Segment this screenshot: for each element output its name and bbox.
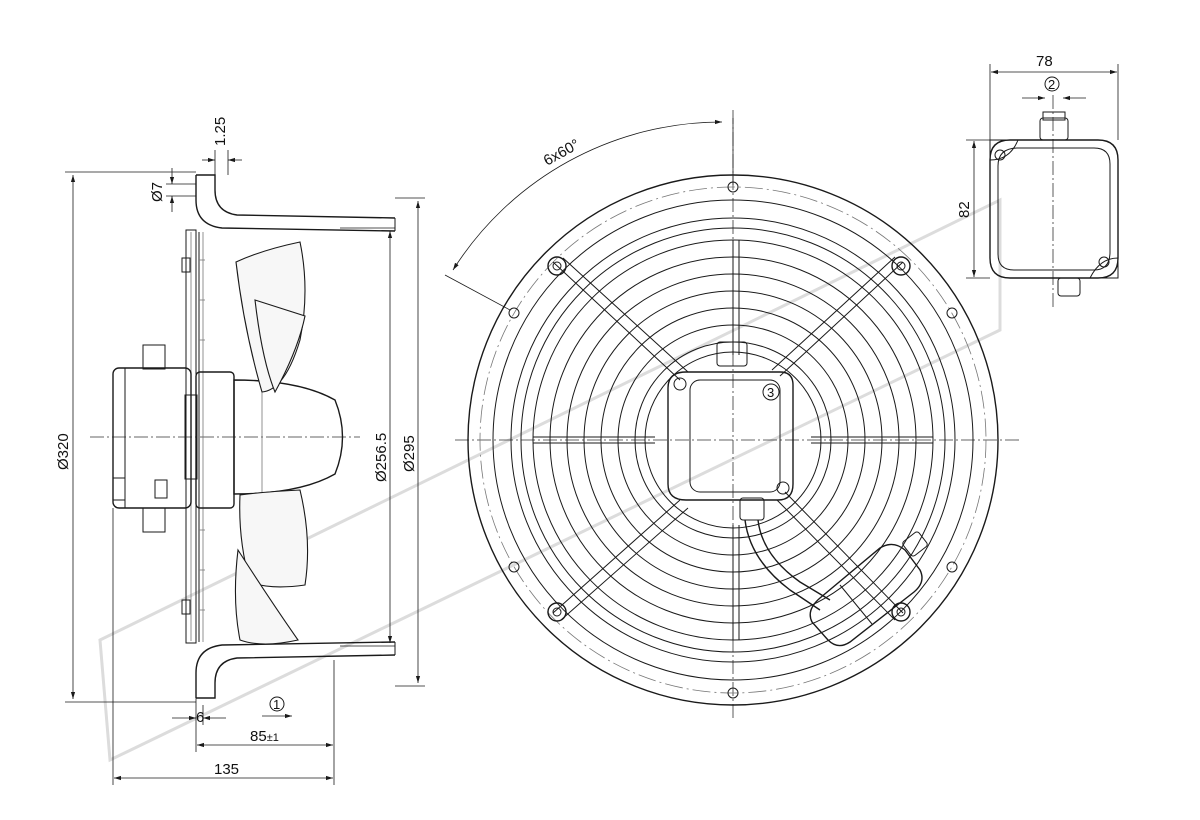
airflow-callout-circle — [269, 696, 285, 712]
dim-flange-thickness: 1.25 — [212, 117, 229, 146]
terminal-box-outline — [989, 139, 1119, 279]
side-view: Ø7 1.25 Ø320 Ø256.5 Ø295 6 1 — [55, 117, 425, 785]
dim-depth: 85±1 — [250, 728, 279, 745]
mounting-hole — [946, 307, 958, 319]
bolt-circle — [479, 186, 987, 694]
mounting-hole — [508, 307, 520, 319]
dim-outer-diameter: Ø320 — [55, 433, 72, 470]
mounting-hole — [508, 561, 520, 573]
dim-hole-pattern: 6x60° — [541, 136, 583, 170]
terminal-box-callout-circle — [762, 383, 780, 401]
impeller-blades — [234, 241, 309, 645]
motor-hub-front: 3 — [644, 341, 822, 529]
gland-callout-number: 2 — [1048, 77, 1055, 92]
front-view: 3 6x60° — [444, 110, 1020, 720]
watermark — [98, 197, 1002, 763]
mounting-hole — [946, 561, 958, 573]
cable-gland-bottom — [1057, 277, 1081, 297]
cable-plug — [809, 543, 923, 647]
mounting-holes — [508, 181, 958, 699]
power-cable — [744, 519, 928, 647]
dim-lip: 6 — [196, 709, 204, 726]
guard-spokes — [533, 240, 933, 640]
mounting-hole — [727, 687, 739, 699]
dim-ring-diameter: Ø295 — [401, 435, 418, 472]
terminal-box-view: 78 2 82 — [956, 53, 1119, 310]
terminal-box-callout-number: 3 — [767, 385, 774, 400]
terminal-box-front — [667, 371, 794, 501]
cable-gland-top — [1039, 117, 1069, 141]
side-guard — [181, 232, 205, 642]
dim-depth-tolerance: ±1 — [267, 732, 279, 744]
dim-box-height: 82 — [956, 201, 973, 218]
dim-hole-diameter: Ø7 — [149, 182, 166, 202]
dim-box-width: 78 — [1036, 53, 1053, 70]
angle-dim-arc — [452, 119, 723, 271]
dim-total-depth: 135 — [214, 761, 239, 778]
gland-callout-circle — [1044, 76, 1060, 92]
motor-side — [112, 344, 344, 533]
airflow-callout-number: 1 — [273, 697, 280, 712]
dim-ring-inner-diameter: Ø256.5 — [373, 433, 390, 482]
dim-depth-nominal: 85 — [250, 728, 267, 745]
